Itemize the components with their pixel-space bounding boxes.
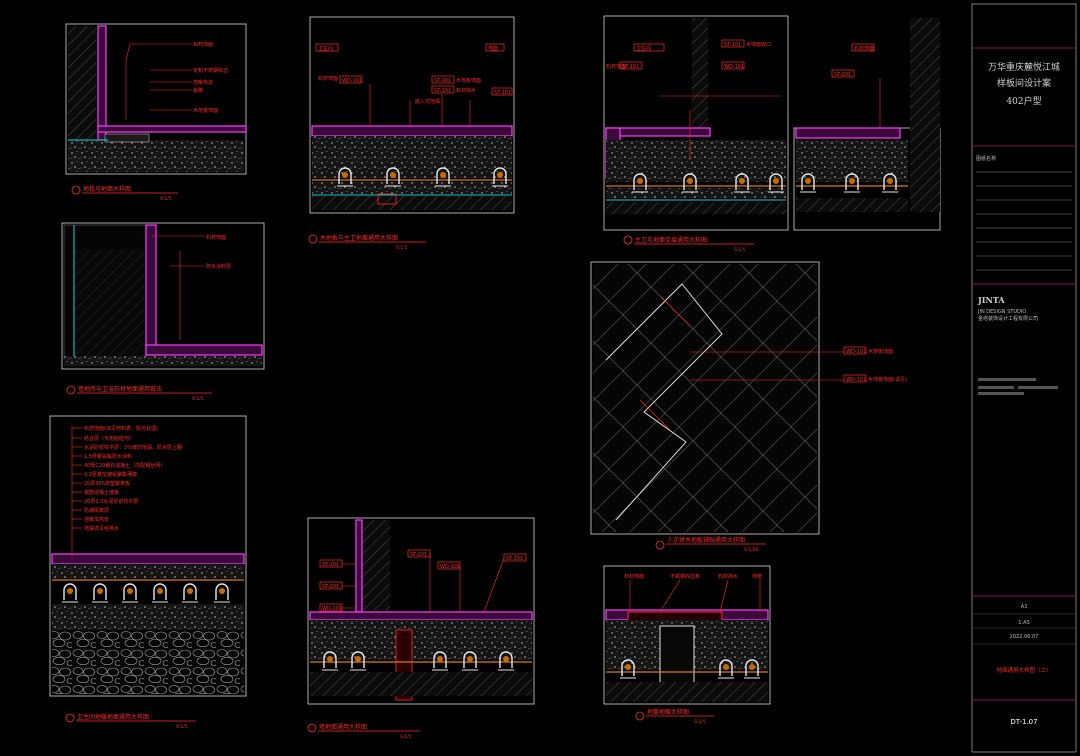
d2-note-2: 石材饰面 — [318, 75, 338, 82]
d1-note-4: 木地板饰面 — [193, 107, 218, 114]
d7-tag-2: WD-101 — [322, 606, 342, 612]
d6-title: 卫生间地暖地面通用大样图 — [77, 713, 149, 721]
d3-tag-3: ST-101 — [834, 72, 851, 78]
project-name-2: 样板间设计案 — [997, 77, 1051, 89]
detail-8: 石材饰面 不锈钢收边条 石材挡水 地暖 地面地暖大样图 S:1/5 — [603, 565, 771, 725]
d6-layer-2: 水泥砂浆找平层：2%坡向地漏，防水层上翻 — [84, 444, 182, 451]
d2-note-1: 地面 — [488, 45, 498, 52]
d7-tag-0: ST-101 — [322, 562, 339, 568]
title-block: 万华重庆麓悦江城 样板间设计案 402户型 图纸名称 JINTA JIN DES… — [971, 3, 1077, 753]
d4-title-bubble — [66, 385, 76, 395]
detail-4: 石材饰面 防水涂料层 墙地砖与卫浴石材地面通用做法 S:1/5 — [61, 222, 265, 402]
d6-layer-10: 地暖加热管 — [84, 516, 109, 523]
d2-scale: S:1/5 — [396, 245, 408, 251]
d6-layer-7: 钢筋混凝土楼板 — [84, 489, 119, 496]
detail-6: 石材饰面(详见材料表，防污处理) 结合层（专用粘结剂） 水泥砂浆找平层：2%坡向… — [49, 415, 247, 730]
d8-title-bubble — [635, 711, 645, 721]
detail-2: 卫生间 地面 石材饰面 WD-101 ST-101 木地板饰面 ST-101 石… — [308, 16, 515, 251]
d6-layer-1: 结合层（专用粘结剂） — [84, 435, 134, 442]
d2-tag-2: ST-101 — [434, 88, 451, 94]
d3-scale: S:1/5 — [734, 247, 746, 253]
d6-layer-0: 石材饰面(详见材料表，防污处理) — [84, 425, 158, 432]
d6-layer-6: 20厚XPS挤塑聚苯板 — [84, 480, 130, 487]
drawing-date: 2022.06.07 — [1010, 634, 1039, 640]
project-name-1: 万华重庆麓悦江城 — [988, 61, 1060, 73]
d1-note-3: 踢脚 — [193, 87, 203, 94]
d2-note-0: 卫生间 — [318, 45, 333, 52]
paper-size: A3 — [1021, 604, 1028, 610]
d5-tag-1: WD-101 — [846, 377, 866, 383]
d2-tag-1: ST-101 — [434, 78, 451, 84]
sheet-title: 地面通用大样图（二） — [996, 666, 1051, 674]
d3-title: 主卫与地面交接通用大样图 — [635, 236, 707, 244]
project-name-3: 402户型 — [1006, 95, 1041, 107]
d6-layer-9: 防潮隔离层 — [84, 507, 109, 514]
d1-scale: S:1/5 — [160, 196, 172, 202]
d3-note-3: 石材饰面 — [854, 45, 874, 52]
d2-tag-0: WD-101 — [342, 78, 362, 84]
d4-title: 墙地砖与卫浴石材地面通用做法 — [78, 385, 162, 393]
d8-note-1: 不锈钢收边条 — [670, 573, 700, 580]
d1-title-bubble — [71, 185, 81, 195]
d1-note-2: 地暖构造 — [193, 79, 213, 86]
d2-note-4: 石材挡水 — [456, 87, 476, 94]
d4-scale: S:1/5 — [192, 396, 204, 402]
d3-tag-1: ST-101 — [724, 42, 741, 48]
d4-note-1: 防水涂料层 — [206, 263, 231, 270]
d1-note-1: 定制不锈钢收边 — [193, 67, 228, 74]
d8-note-0: 石材饰面 — [624, 573, 644, 580]
d3-tag-0: ST-101 — [622, 64, 639, 70]
d7-tag-3: ST-101 — [410, 552, 427, 558]
d8-note-3: 地暖 — [752, 573, 762, 580]
d5-tag-0: WD-101 — [846, 349, 866, 355]
d3-note-2: 卫生间 — [636, 45, 651, 52]
d7-tag-1: ST-101 — [322, 584, 339, 590]
d3-note-0: 石材饰面 — [606, 63, 626, 70]
drawing-scale: 1:AS — [1018, 620, 1029, 626]
sheet-title-label: 图纸名称 — [976, 155, 996, 162]
d7-title: 墙地面通用大样图 — [319, 723, 367, 731]
d4-note-0: 石材饰面 — [206, 234, 226, 241]
d6-title-bubble — [65, 713, 75, 723]
sheet-number: DT-1.07 — [1010, 718, 1037, 726]
d7-scale: S:1/5 — [400, 734, 412, 740]
studio-name-cn: 金塔装饰设计工程有限公司 — [978, 315, 1038, 322]
d6-layer-11: 地漏详见给排水 — [84, 525, 119, 532]
d5-title: 人字拼木地板铺贴通用大样图 — [667, 536, 745, 544]
d1-title: 地毯与地面大样图 — [83, 185, 131, 193]
d6-layer-4: 40厚C20细石混凝土（内配钢丝网） — [84, 462, 165, 469]
detail-7: ST-101 ST-101 WD-101 ST-101 WD-101 ST-10… — [307, 517, 535, 740]
d6-layer-8: 20厚1:3水泥砂浆找平层 — [84, 498, 138, 505]
d7-tag-4: WD-101 — [440, 564, 460, 570]
d3-title-bubble — [623, 235, 633, 245]
d6-scale: S:1/5 — [176, 724, 188, 730]
d2-title-bubble — [308, 234, 318, 244]
d3-tag-2: WD-101 — [724, 64, 744, 70]
d2-note-3: 木地板饰面 — [456, 77, 481, 84]
d7-title-bubble — [307, 723, 317, 733]
d8-scale: S:1/5 — [694, 719, 706, 725]
detail-1: 石材饰面 定制不锈钢收边 地暖构造 踢脚 木地板饰面 地毯与地面大样图 S:1/… — [65, 23, 247, 202]
d5-note-1: 木地板饰面(详见) — [868, 376, 907, 383]
d6-layer-5: 0.2厚真空镀铝聚酯薄膜 — [84, 471, 137, 478]
d5-title-bubble — [655, 540, 665, 550]
d7-tag-5: ST-101 — [506, 556, 523, 562]
detail-3: 石材饰面 ST-101 ST-101 木饰面收口 WD-101 卫生间 石材饰面… — [603, 15, 941, 253]
detail-5: WD-101 木地板饰面 WD-101 木地板饰面(详见) 人字拼木地板铺贴通用… — [590, 261, 907, 553]
d8-note-2: 石材挡水 — [718, 573, 738, 580]
studio-logo: JINTA — [977, 295, 1005, 305]
d2-title: 木地板与主卫地面通用大样图 — [320, 234, 398, 242]
d5-scale: S:1/20 — [744, 547, 759, 553]
d2-note-5: 嵌入式地漏 — [415, 98, 440, 105]
d3-note-1: 木饰面收口 — [746, 41, 771, 48]
d1-note-0: 石材饰面 — [193, 41, 213, 48]
d8-title: 地面地暖大样图 — [647, 708, 689, 716]
d6-layer-3: 1.5厚聚氨酯防水涂料 — [84, 453, 132, 460]
studio-name: JIN DESIGN STUDIO — [977, 309, 1026, 315]
d5-note-0: 木地板饰面 — [868, 348, 893, 355]
d2-tag-3: ST-101 — [494, 90, 511, 96]
